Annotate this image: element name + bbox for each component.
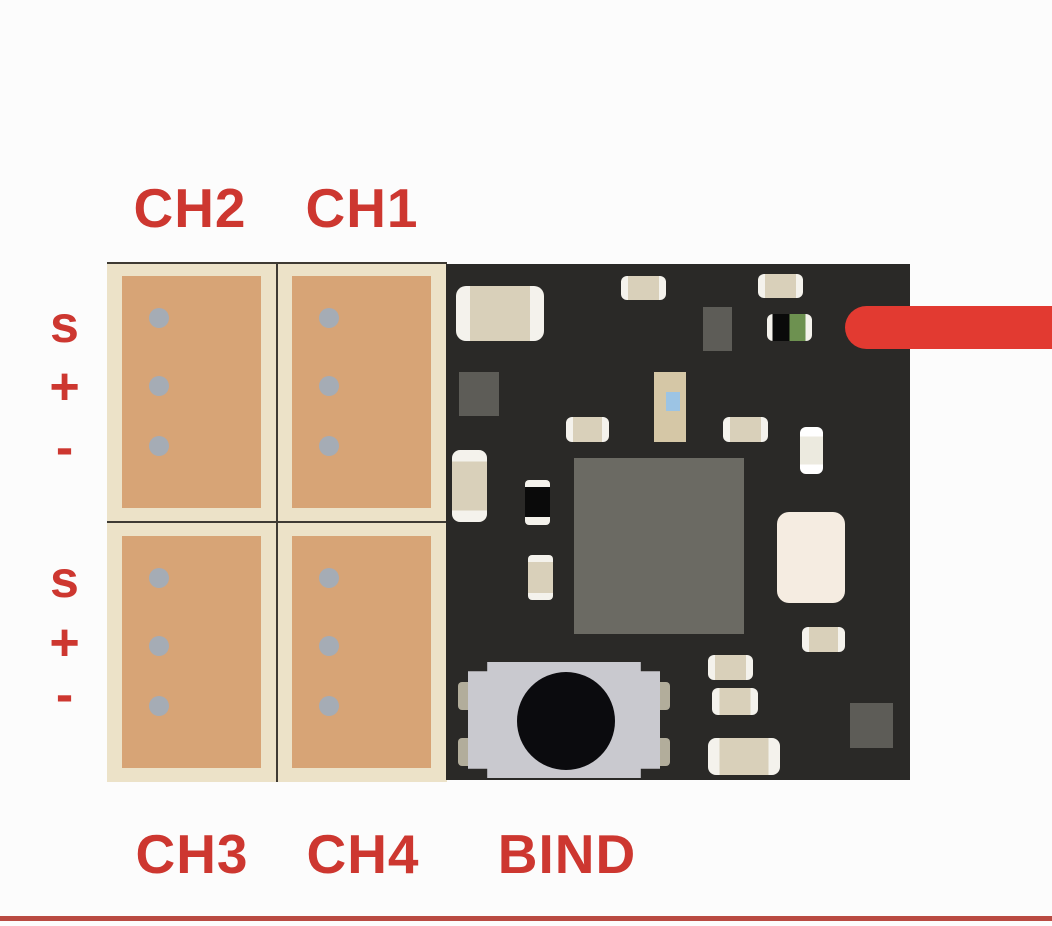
pin-label-minus-bottom: -	[55, 666, 75, 724]
label-ch1: CH1	[305, 177, 419, 239]
large-smd-component-icon	[777, 512, 845, 603]
pin-dot	[149, 436, 169, 456]
smd-component-icon	[850, 703, 893, 748]
connector-pad	[122, 276, 261, 508]
electrolytic-capacitor-icon	[456, 286, 544, 341]
connector-ch1	[277, 262, 447, 522]
antenna-wire	[845, 306, 1052, 349]
pin-dot	[319, 636, 339, 656]
bind-button	[458, 660, 670, 780]
chip-capacitor-icon	[566, 417, 609, 442]
smd-component-icon	[703, 307, 732, 351]
pin-dot	[319, 568, 339, 588]
pin-label-minus-top: -	[55, 419, 75, 477]
chip-capacitor-icon	[712, 688, 758, 715]
connector-horizontal-divider	[107, 521, 447, 523]
connector-pad	[292, 536, 431, 768]
servo-connector-grid	[107, 262, 447, 782]
switch-plunger	[517, 672, 615, 770]
bottom-rule	[0, 916, 1052, 921]
chip-capacitor-icon	[800, 427, 823, 474]
chip-capacitor-icon	[621, 276, 666, 300]
chip-capacitor-icon	[708, 738, 780, 775]
connector-ch3	[107, 522, 277, 782]
main-ic-icon	[574, 458, 744, 634]
pin-dot	[149, 696, 169, 716]
chip-capacitor-icon	[708, 655, 753, 680]
chip-capacitor-icon	[452, 450, 487, 522]
smd-component-icon	[459, 372, 499, 416]
label-bind: BIND	[497, 823, 637, 885]
chip-capacitor-icon	[723, 417, 768, 442]
chip-capacitor-icon	[758, 274, 803, 298]
status-led-icon	[767, 314, 812, 341]
receiver-pcb	[446, 264, 910, 780]
connector-pad	[122, 536, 261, 768]
label-ch2: CH2	[133, 177, 247, 239]
connector-ch2	[107, 262, 277, 522]
connector-ch4	[277, 522, 447, 782]
connector-pad	[292, 276, 431, 508]
chip-capacitor-icon	[802, 627, 845, 652]
crystal-oscillator-icon	[654, 372, 686, 442]
pin-dot	[319, 696, 339, 716]
pin-dot	[149, 568, 169, 588]
pin-label-plus-bottom: +	[49, 614, 81, 672]
pin-label-signal-top: s	[50, 296, 80, 354]
pin-dot	[319, 376, 339, 396]
diode-icon	[525, 480, 550, 525]
pin-dot	[319, 308, 339, 328]
pin-dot	[149, 636, 169, 656]
label-ch4: CH4	[306, 823, 420, 885]
chip-capacitor-icon	[528, 555, 553, 600]
label-ch3: CH3	[135, 823, 249, 885]
pin-label-signal-bottom: s	[50, 551, 80, 609]
pin-dot	[319, 436, 339, 456]
pin-dot	[149, 376, 169, 396]
pin-dot	[149, 308, 169, 328]
pin-label-plus-top: +	[49, 358, 81, 416]
crystal-window	[666, 392, 680, 411]
